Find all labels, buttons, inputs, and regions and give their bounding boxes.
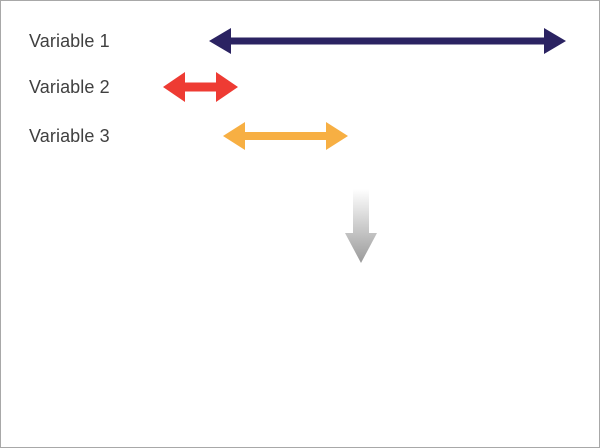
top-label-variable-3: Variable 3: [29, 126, 110, 146]
top-arrow-variable-1-shape: [209, 28, 566, 54]
bottom-variable-group: Variable 1 Variable 2 Variable 3: [1, 286, 599, 447]
top-variable-group: Variable 1 Variable 2 Variable 3: [1, 1, 599, 171]
top-arrow-variable-3: [223, 122, 348, 150]
top-label-variable-1: Variable 1: [29, 31, 110, 51]
top-arrow-variable-1: [209, 28, 566, 54]
top-arrow-variable-2: [163, 72, 238, 102]
top-arrow-variable-3-shape: [223, 122, 348, 150]
top-arrow-variable-2-shape: [163, 72, 238, 102]
top-label-variable-2: Variable 2: [29, 77, 110, 97]
